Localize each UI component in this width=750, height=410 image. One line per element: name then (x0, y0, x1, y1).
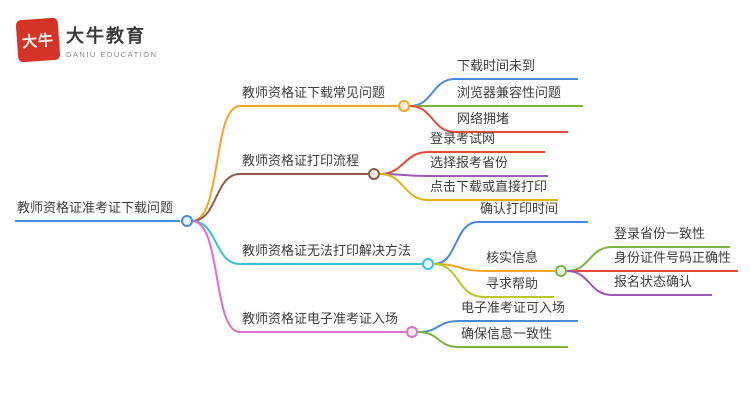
connector-verify-child3 (566, 270, 613, 296)
connector-root-branch4 (191, 220, 241, 333)
connector-branch2-child1 (379, 151, 429, 175)
node-point-root[interactable] (181, 215, 193, 227)
node-point-branch4[interactable] (406, 326, 418, 338)
connector-branch1-child3 (409, 105, 456, 133)
node-click-download-print[interactable]: 点击下载或直接打印 (428, 179, 558, 201)
connector-root-branch1 (191, 105, 241, 222)
node-print-process[interactable]: 教师资格证打印流程 (240, 153, 368, 175)
logo-seal-icon: 大牛 (16, 18, 60, 62)
node-confirm-print-time[interactable]: 确认打印时间 (478, 201, 588, 223)
connector-branch1-child1 (409, 78, 456, 107)
node-verify-info[interactable]: 核实信息 (484, 250, 556, 272)
node-login-province-consistency[interactable]: 登录省份一致性 (612, 226, 730, 248)
connector-branch3-child3 (433, 263, 485, 298)
logo-seal-text: 大牛 (21, 31, 55, 51)
logo: 大牛 大牛教育 DANIU EDUCATION (16, 18, 158, 62)
node-root[interactable]: 教师资格证准考证下载问题 (15, 200, 180, 222)
connector-branch3-child1 (433, 221, 479, 265)
node-e-ticket-allowed[interactable]: 电子准考证可入场 (459, 300, 578, 322)
node-login-exam-site[interactable]: 登录考试网 (428, 131, 545, 153)
connector-branch2-child3 (379, 173, 429, 201)
connector-root-branch3 (191, 220, 241, 265)
node-select-province[interactable]: 选择报考省份 (428, 155, 548, 177)
node-id-number-correct[interactable]: 身份证件号码正确性 (612, 250, 738, 272)
node-network-congestion[interactable]: 网络拥堵 (455, 111, 568, 133)
node-ensure-info-consistent[interactable]: 确保信息一致性 (459, 326, 568, 348)
node-e-ticket-entry[interactable]: 教师资格证电子准考证入场 (240, 311, 406, 333)
connector-branch4-child2 (417, 331, 460, 348)
node-point-branch2[interactable] (368, 168, 380, 180)
node-point-verify-info[interactable] (555, 265, 567, 277)
node-cannot-print-solutions[interactable]: 教师资格证无法打印解决方法 (240, 243, 422, 265)
node-download-time[interactable]: 下载时间未到 (455, 58, 578, 80)
node-download-faq[interactable]: 教师资格证下载常见问题 (240, 85, 397, 107)
node-point-branch3[interactable] (422, 258, 434, 270)
node-browser-compat[interactable]: 浏览器兼容性问题 (455, 85, 583, 107)
brand-name: 大牛教育 (66, 25, 146, 46)
connector-verify-child1 (566, 246, 613, 272)
node-registration-status[interactable]: 报名状态确认 (612, 274, 712, 296)
brand-subtitle: DANIU EDUCATION (66, 49, 158, 59)
node-point-branch1[interactable] (398, 100, 410, 112)
logo-brand: 大牛教育 DANIU EDUCATION (66, 22, 158, 59)
node-seek-help[interactable]: 寻求帮助 (484, 276, 554, 298)
connector-branch4-child1 (417, 320, 460, 333)
connector-root-branch2 (191, 173, 241, 222)
